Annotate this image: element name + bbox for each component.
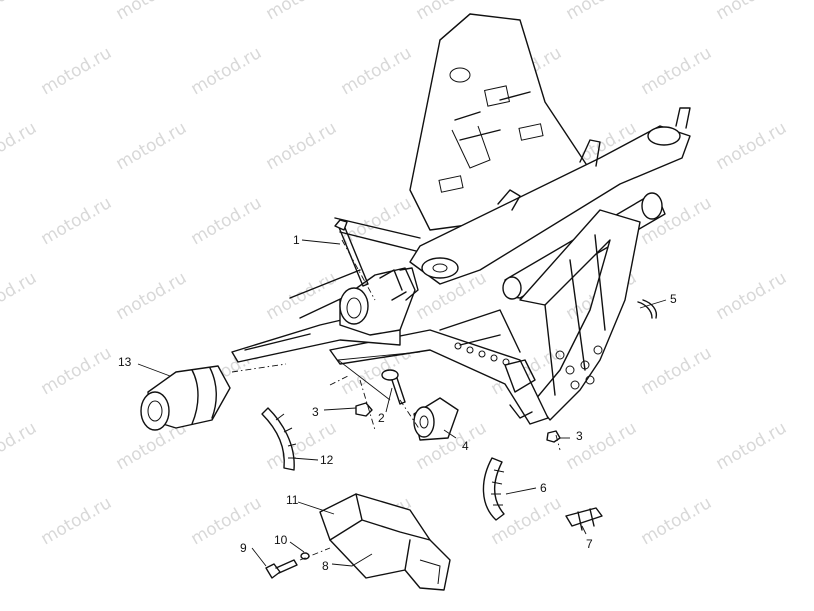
watermark-text: motod.ru <box>713 0 791 24</box>
watermark-text: motod.ru <box>38 193 116 249</box>
watermark-text: motod.ru <box>638 343 716 399</box>
callout-13: 13 <box>118 355 132 369</box>
callout-12: 12 <box>320 453 334 467</box>
callout-10: 10 <box>274 533 288 547</box>
watermark-text: motod.ru <box>0 418 40 474</box>
watermark-text: motod.ru <box>713 118 791 174</box>
watermark-text: motod.ru <box>563 0 641 24</box>
part-belt-6 <box>482 457 505 521</box>
part-eye-bolt-2 <box>381 369 406 405</box>
callout-1: 1 <box>293 233 300 247</box>
watermark-text: motod.ru <box>488 493 566 549</box>
part-plate-7 <box>565 507 603 531</box>
watermark-text: motod.ru <box>113 268 191 324</box>
assembly-centerlines <box>231 239 561 561</box>
part-bolt-1 <box>334 219 369 287</box>
part-bushing-4 <box>413 397 459 441</box>
callout-3-right: 3 <box>576 429 583 443</box>
watermark-text: motod.ru <box>263 118 341 174</box>
callout-3-left: 3 <box>312 405 319 419</box>
watermark-text: motod.ru <box>713 268 791 324</box>
callout-7: 7 <box>586 537 593 551</box>
part-nut-3-right <box>546 430 561 443</box>
watermark-text: motod.ru <box>263 0 341 24</box>
watermark-text: motod.ru <box>713 418 791 474</box>
watermark-text: motod.ru <box>113 118 191 174</box>
watermark-text: motod.ru <box>263 268 341 324</box>
part-roller-13 <box>140 365 231 431</box>
watermark-text: motod.ru <box>38 43 116 99</box>
watermark-text: motod.ru <box>188 493 266 549</box>
frame-assembly <box>231 13 691 425</box>
watermark-text: motod.ru <box>563 418 641 474</box>
part-nut-3-left <box>355 402 373 417</box>
callout-labels: 1 2 3 3 4 5 6 7 8 9 10 11 12 13 <box>118 233 677 573</box>
callout-2: 2 <box>378 411 385 425</box>
callout-8: 8 <box>322 559 329 573</box>
part-bolt-9 <box>265 559 298 579</box>
watermark-text: motod.ru <box>38 493 116 549</box>
callout-4: 4 <box>462 439 469 453</box>
part-guard-8-11 <box>319 493 451 591</box>
part-clip-5 <box>637 299 658 319</box>
leader-lines <box>137 239 667 567</box>
watermark-text: motod.ru <box>338 43 416 99</box>
callout-6: 6 <box>540 481 547 495</box>
callout-9: 9 <box>240 541 247 555</box>
watermark-text: motod.ru <box>38 343 116 399</box>
watermark-text: motod.ru <box>0 118 40 174</box>
watermark-text: motod.ru <box>0 0 40 24</box>
part-belt-12 <box>261 407 297 471</box>
watermark-text: motod.ru <box>113 0 191 24</box>
callout-5: 5 <box>670 292 677 306</box>
watermark-text: motod.ru <box>188 193 266 249</box>
watermark-text: motod.ru <box>638 493 716 549</box>
watermark-text: motod.ru <box>638 43 716 99</box>
watermark-text: motod.ru <box>0 268 40 324</box>
watermark-text: motod.ru <box>188 43 266 99</box>
callout-11: 11 <box>286 493 299 507</box>
